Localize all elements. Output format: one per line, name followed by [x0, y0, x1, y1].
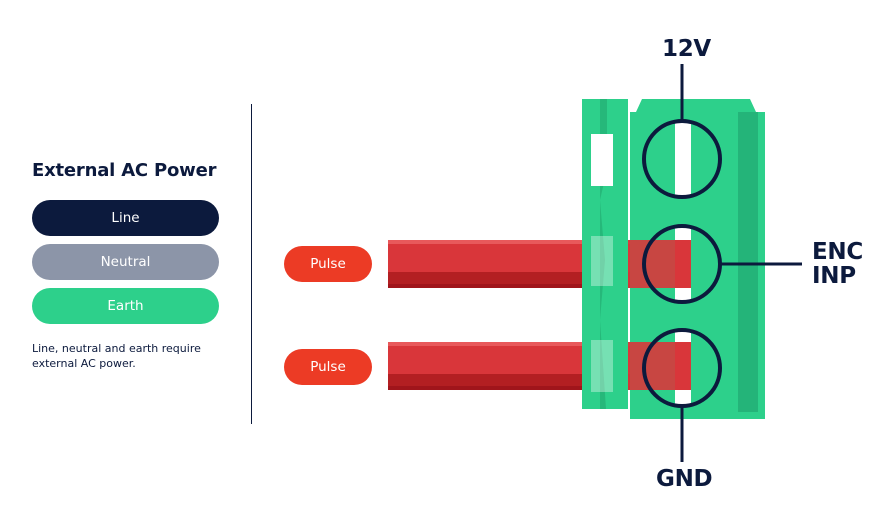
- pin-label-12v: 12V: [662, 36, 711, 62]
- legend-title: External AC Power: [32, 160, 217, 181]
- legend-line-pill: Line: [32, 200, 219, 236]
- pulse-label-2: Pulse: [284, 349, 372, 385]
- pin-gnd-slot: [642, 328, 722, 408]
- pulse-label-1: Pulse: [284, 246, 372, 282]
- terminal-side-panel: [582, 99, 628, 409]
- legend-neutral-pill: Neutral: [32, 244, 219, 280]
- pin-label-enc-inp: ENC INP: [812, 239, 863, 289]
- legend-earth-pill: Earth: [32, 288, 219, 324]
- pin-enc-slot: [642, 224, 722, 304]
- divider: [251, 104, 252, 424]
- legend-note: Line, neutral and earth require external…: [32, 342, 201, 370]
- pin-label-gnd: GND: [656, 466, 713, 492]
